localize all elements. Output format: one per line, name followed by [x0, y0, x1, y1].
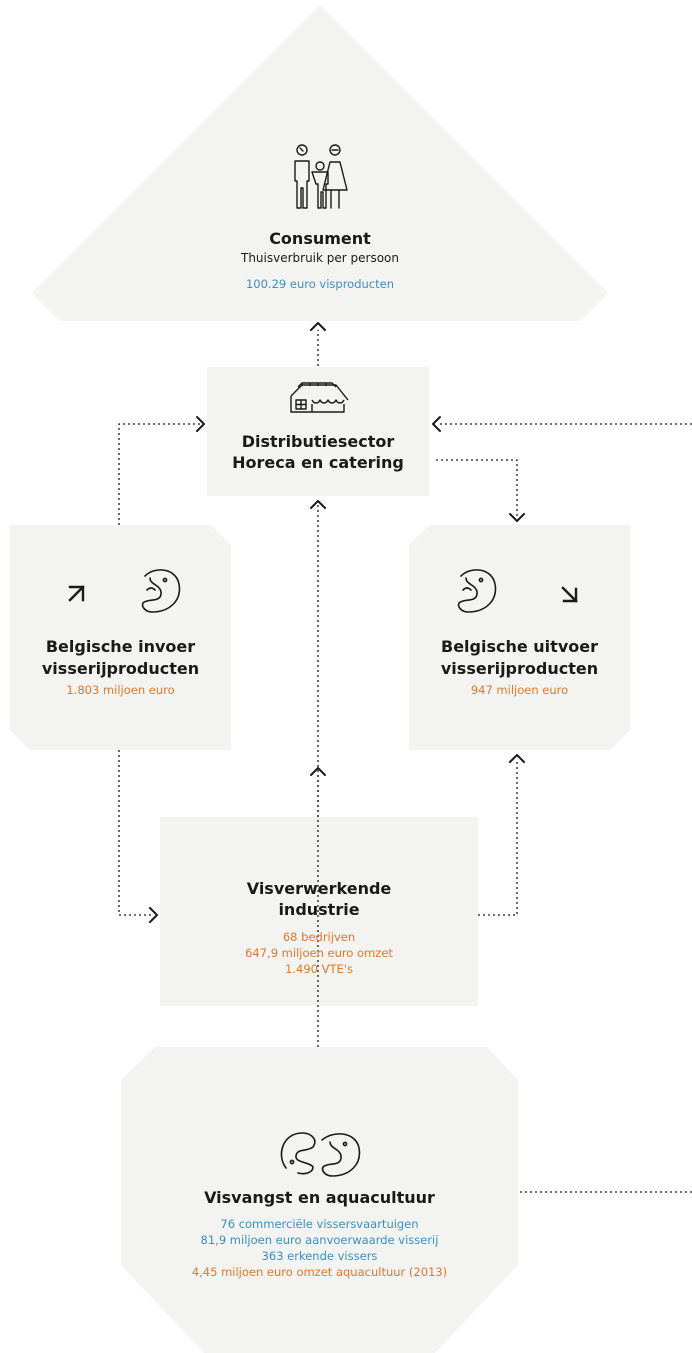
industrie-value-2: 647,9 miljoen euro omzet: [245, 946, 393, 960]
visvangst-value-1: 76 commerciële vissersvaartuigen: [220, 1217, 419, 1231]
industrie-value-3: 1.490 VTE's: [285, 962, 353, 976]
arrow-up-right-icon: [68, 585, 85, 602]
uitvoer-line1: Belgische uitvoer: [441, 637, 598, 656]
chevron-up-icon: [509, 754, 525, 763]
uitvoer-line2: visserijproducten: [440, 659, 599, 678]
chevron-up-icon: [310, 322, 326, 331]
connector-distributie-uitvoer: [436, 459, 518, 518]
visvangst-box: [121, 1047, 518, 1353]
invoer-line2: visserijproducten: [41, 659, 200, 678]
connector-invoer-distributie: [118, 423, 200, 525]
distributie-line1: Distributiesector: [241, 432, 395, 451]
consument-subtitle: Thuisverbruik per persoon: [240, 251, 400, 265]
invoer-line1: Belgische invoer: [45, 637, 196, 656]
invoer-value: 1.803 miljoen euro: [66, 683, 175, 697]
fish-icon: [141, 569, 181, 613]
people-icon: [294, 144, 348, 209]
distributie-line2: Horeca en catering: [232, 453, 404, 472]
uitvoer-box: [409, 525, 630, 750]
connector-invoer-industrie: [118, 750, 152, 916]
connector-industrie-uitvoer: [478, 760, 518, 916]
industrie-box: [160, 817, 478, 1006]
arrow-down-right-icon: [561, 586, 578, 603]
industrie-line2: industrie: [278, 900, 360, 919]
industrie-line1: Visverwerkende: [246, 879, 392, 898]
two-fish-icon: [280, 1132, 361, 1177]
chevron-down-icon: [509, 513, 525, 522]
invoer-box: [10, 525, 231, 750]
fish-icon: [457, 569, 497, 613]
distributie-box: [207, 367, 429, 496]
consument-box: [32, 5, 608, 321]
industrie-value-1: 68 bedrijven: [282, 930, 356, 944]
chevron-left-icon: [432, 416, 441, 432]
uitvoer-value: 947 miljoen euro: [470, 683, 569, 697]
consument-value: 100.29 euro visproducten: [245, 277, 394, 291]
shop-icon: [290, 382, 349, 413]
chevron-right-icon: [149, 907, 158, 923]
chevron-right-icon: [196, 416, 205, 432]
visvangst-title: Visvangst en aquacultuur: [204, 1188, 435, 1207]
chevron-up-icon: [310, 767, 326, 776]
consument-title: Consument: [269, 229, 371, 248]
visvangst-value-2: 81,9 miljoen euro aanvoerwaarde visserij: [200, 1233, 439, 1247]
visvangst-value-4: 4,45 miljoen euro omzet aquacultuur (201…: [191, 1265, 448, 1279]
visvangst-value-3: 363 erkende vissers: [261, 1249, 378, 1263]
chevron-up-icon: [310, 500, 326, 509]
